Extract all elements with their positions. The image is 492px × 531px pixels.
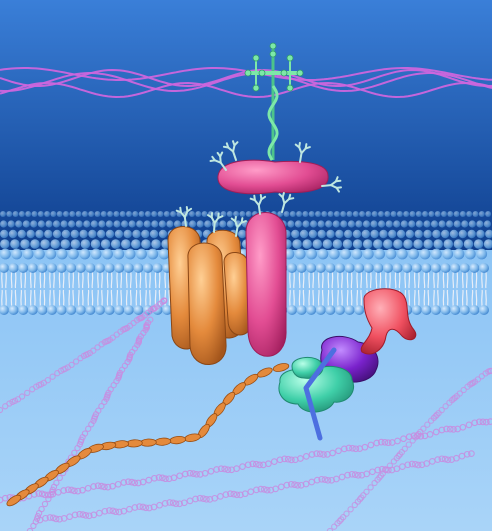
adaptor-protein-cluster bbox=[278, 288, 417, 441]
lipid-head bbox=[75, 305, 86, 315]
lipid-head bbox=[440, 263, 451, 273]
lipid-head bbox=[402, 263, 413, 273]
lipid-head bbox=[296, 305, 307, 315]
lipid-head bbox=[373, 263, 384, 273]
lipid-head bbox=[431, 263, 441, 273]
lipid-head bbox=[411, 263, 422, 273]
lipid-head bbox=[37, 305, 48, 315]
pink-transmembrane-protein bbox=[245, 212, 287, 357]
lipid-head bbox=[0, 263, 9, 273]
lipid-head bbox=[47, 263, 57, 273]
lipid-head bbox=[104, 305, 115, 315]
lipid-head bbox=[421, 305, 432, 315]
lipid-head bbox=[431, 305, 441, 315]
lipid-head bbox=[421, 263, 432, 273]
lipid-head bbox=[450, 305, 461, 315]
helix-bead-ends bbox=[244, 42, 304, 92]
lipid-head bbox=[335, 305, 345, 315]
lipid-head bbox=[104, 263, 115, 273]
lipid-head bbox=[152, 263, 163, 273]
lipid-head bbox=[8, 263, 19, 273]
lipid-bilayer bbox=[0, 211, 492, 315]
lipid-head bbox=[411, 305, 422, 315]
lipid-head bbox=[162, 305, 173, 315]
lipid-head bbox=[66, 263, 77, 273]
lipid-head bbox=[383, 263, 393, 273]
lipid-head bbox=[306, 305, 317, 315]
lipid-head bbox=[306, 263, 317, 273]
lipid-head bbox=[95, 263, 105, 273]
lipid-head bbox=[95, 305, 105, 315]
membrane-proteins bbox=[6, 42, 417, 507]
lipid-head bbox=[143, 263, 153, 273]
lipid-head bbox=[37, 263, 48, 273]
lipid-head bbox=[8, 305, 19, 315]
lipid-head bbox=[56, 263, 67, 273]
lipid-head bbox=[392, 263, 403, 273]
red-adaptor-protein bbox=[360, 288, 417, 355]
lipid-head bbox=[296, 263, 307, 273]
filament-bead bbox=[6, 494, 22, 507]
lipid-head bbox=[75, 263, 86, 273]
lipid-head bbox=[459, 263, 470, 273]
lipid-head bbox=[325, 305, 336, 315]
lipid-head bbox=[123, 305, 134, 315]
lipid-head bbox=[27, 263, 38, 273]
lipid-head bbox=[469, 305, 480, 315]
lipid-head bbox=[85, 263, 96, 273]
lipid-head bbox=[27, 305, 38, 315]
glycan-branches bbox=[175, 140, 342, 237]
extracellular-space bbox=[0, 0, 492, 250]
lipid-head bbox=[325, 263, 336, 273]
blue-rod bbox=[303, 347, 337, 441]
lipid-head bbox=[0, 305, 9, 315]
lipid-head bbox=[354, 305, 365, 315]
lipid-head bbox=[335, 263, 345, 273]
pink-extracellular-domain bbox=[217, 159, 329, 195]
lipid-head bbox=[287, 305, 297, 315]
lipid-head bbox=[123, 263, 134, 273]
orange-bead-filament bbox=[6, 363, 290, 507]
lipid-head bbox=[133, 305, 144, 315]
green-helix-stalk bbox=[246, 46, 302, 161]
extracellular-fiber bbox=[0, 81, 492, 99]
lipid-head bbox=[18, 263, 29, 273]
lipid-head bbox=[469, 263, 480, 273]
lipid-head bbox=[18, 305, 29, 315]
lipid-head bbox=[344, 263, 355, 273]
lipid-head bbox=[450, 263, 461, 273]
lipid-head bbox=[315, 305, 326, 315]
lipid-head bbox=[287, 263, 297, 273]
orange-receptor-subunits bbox=[167, 226, 253, 365]
lipid-head bbox=[114, 305, 125, 315]
cytoskeleton-bead-chains bbox=[0, 297, 492, 531]
lipid-head bbox=[440, 305, 451, 315]
lipid-head bbox=[47, 305, 57, 315]
lipid-head bbox=[133, 263, 144, 273]
lipid-head bbox=[479, 305, 489, 315]
lipid-head bbox=[66, 305, 77, 315]
lipid-head bbox=[479, 263, 489, 273]
lipid-head bbox=[85, 305, 96, 315]
filament-bead bbox=[272, 363, 290, 372]
lipid-head bbox=[363, 263, 374, 273]
lipid-head bbox=[114, 263, 125, 273]
lipid-head bbox=[354, 263, 365, 273]
lipid-head bbox=[315, 263, 326, 273]
lipid-head bbox=[344, 305, 355, 315]
lipid-head bbox=[56, 305, 67, 315]
lipid-head bbox=[459, 305, 470, 315]
